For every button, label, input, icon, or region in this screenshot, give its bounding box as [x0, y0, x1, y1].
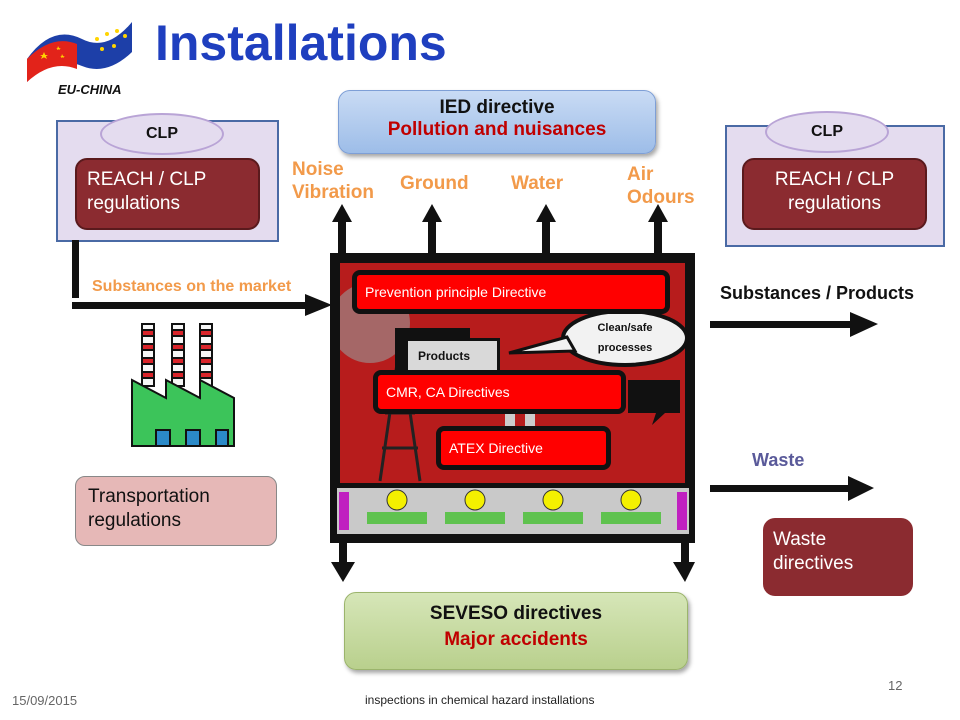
arrow-up-noise [338, 220, 346, 260]
page-number: 12 [888, 678, 903, 693]
emission-arrows [332, 204, 668, 260]
eu-china-logo: EU-CHINA [22, 14, 137, 99]
downward-arrows [331, 540, 695, 582]
clean-line1: Clean/safe [597, 322, 653, 334]
noise-vibration-label: Noise Vibration [292, 158, 374, 204]
factory-icon [131, 323, 235, 447]
transport-line2: regulations [88, 510, 181, 531]
noise-text: Noise [292, 159, 344, 180]
water-label: Water [511, 173, 564, 194]
substances-products-label: Substances / Products [720, 283, 915, 303]
waste-label: Waste [752, 450, 805, 470]
ied-subtitle: Pollution and nuisances [387, 119, 607, 140]
right-clp-ellipse: CLP [765, 111, 889, 153]
waste-arrow [710, 476, 874, 501]
atex-bar: ATEX Directive [436, 426, 611, 470]
left-reach-clp-box: REACH / CLP regulations [75, 158, 260, 230]
cmr-ca-text: CMR, CA Directives [386, 384, 510, 400]
footer-caption: inspections in chemical hazard installat… [365, 693, 595, 707]
seveso-directives-box: SEVESO directives Major accidents [344, 592, 688, 670]
ied-directive-box: IED directive Pollution and nuisances [338, 90, 656, 154]
products-label: Products [418, 349, 471, 363]
page-title: Installations [155, 15, 447, 71]
waste-line2: directives [773, 553, 854, 574]
right-reach-clp-box: REACH / CLP regulations [742, 158, 927, 230]
transport-line1: Transportation [88, 486, 210, 507]
vibration-text: Vibration [292, 182, 374, 203]
right-reach-line2: regulations [788, 193, 881, 214]
odours-text: Odours [627, 187, 695, 208]
ied-title: IED directive [439, 97, 555, 118]
left-reach-line1: REACH / CLP [87, 169, 207, 190]
atex-text: ATEX Directive [449, 440, 543, 456]
clean-processes-label: Clean/safe processes [575, 318, 675, 358]
transportation-regulations-box: Transportation regulations [75, 476, 277, 546]
right-reach-line1: REACH / CLP [774, 169, 895, 190]
cmr-ca-bar: CMR, CA Directives [373, 370, 626, 414]
left-clp-ellipse: CLP [100, 113, 224, 155]
arrow-up-water [542, 220, 550, 260]
seveso-title: SEVESO directives [429, 603, 603, 624]
waste-directives-box: Waste directives [763, 518, 913, 596]
air-odours-label: Air Odours [627, 163, 695, 209]
tank-row [337, 488, 689, 534]
air-text: Air [627, 164, 654, 185]
logo-text: EU-CHINA [58, 82, 122, 97]
prevention-principle-bar: Prevention principle Directive [352, 270, 670, 314]
left-reach-line2: regulations [87, 193, 180, 214]
waste-line1: Waste [773, 529, 827, 550]
products-arrow [710, 312, 878, 337]
footer-date: 15/09/2015 [12, 693, 78, 708]
flag-icon [27, 22, 132, 82]
substances-market-label: Substances on the market [92, 278, 292, 295]
arrow-up-ground [428, 220, 436, 260]
seveso-subtitle: Major accidents [444, 629, 588, 650]
market-arrow [72, 240, 332, 316]
arrow-up-air [654, 220, 662, 260]
ground-label: Ground [400, 173, 469, 194]
prevention-principle-text: Prevention principle Directive [365, 284, 547, 300]
clean-line2: processes [597, 342, 653, 354]
